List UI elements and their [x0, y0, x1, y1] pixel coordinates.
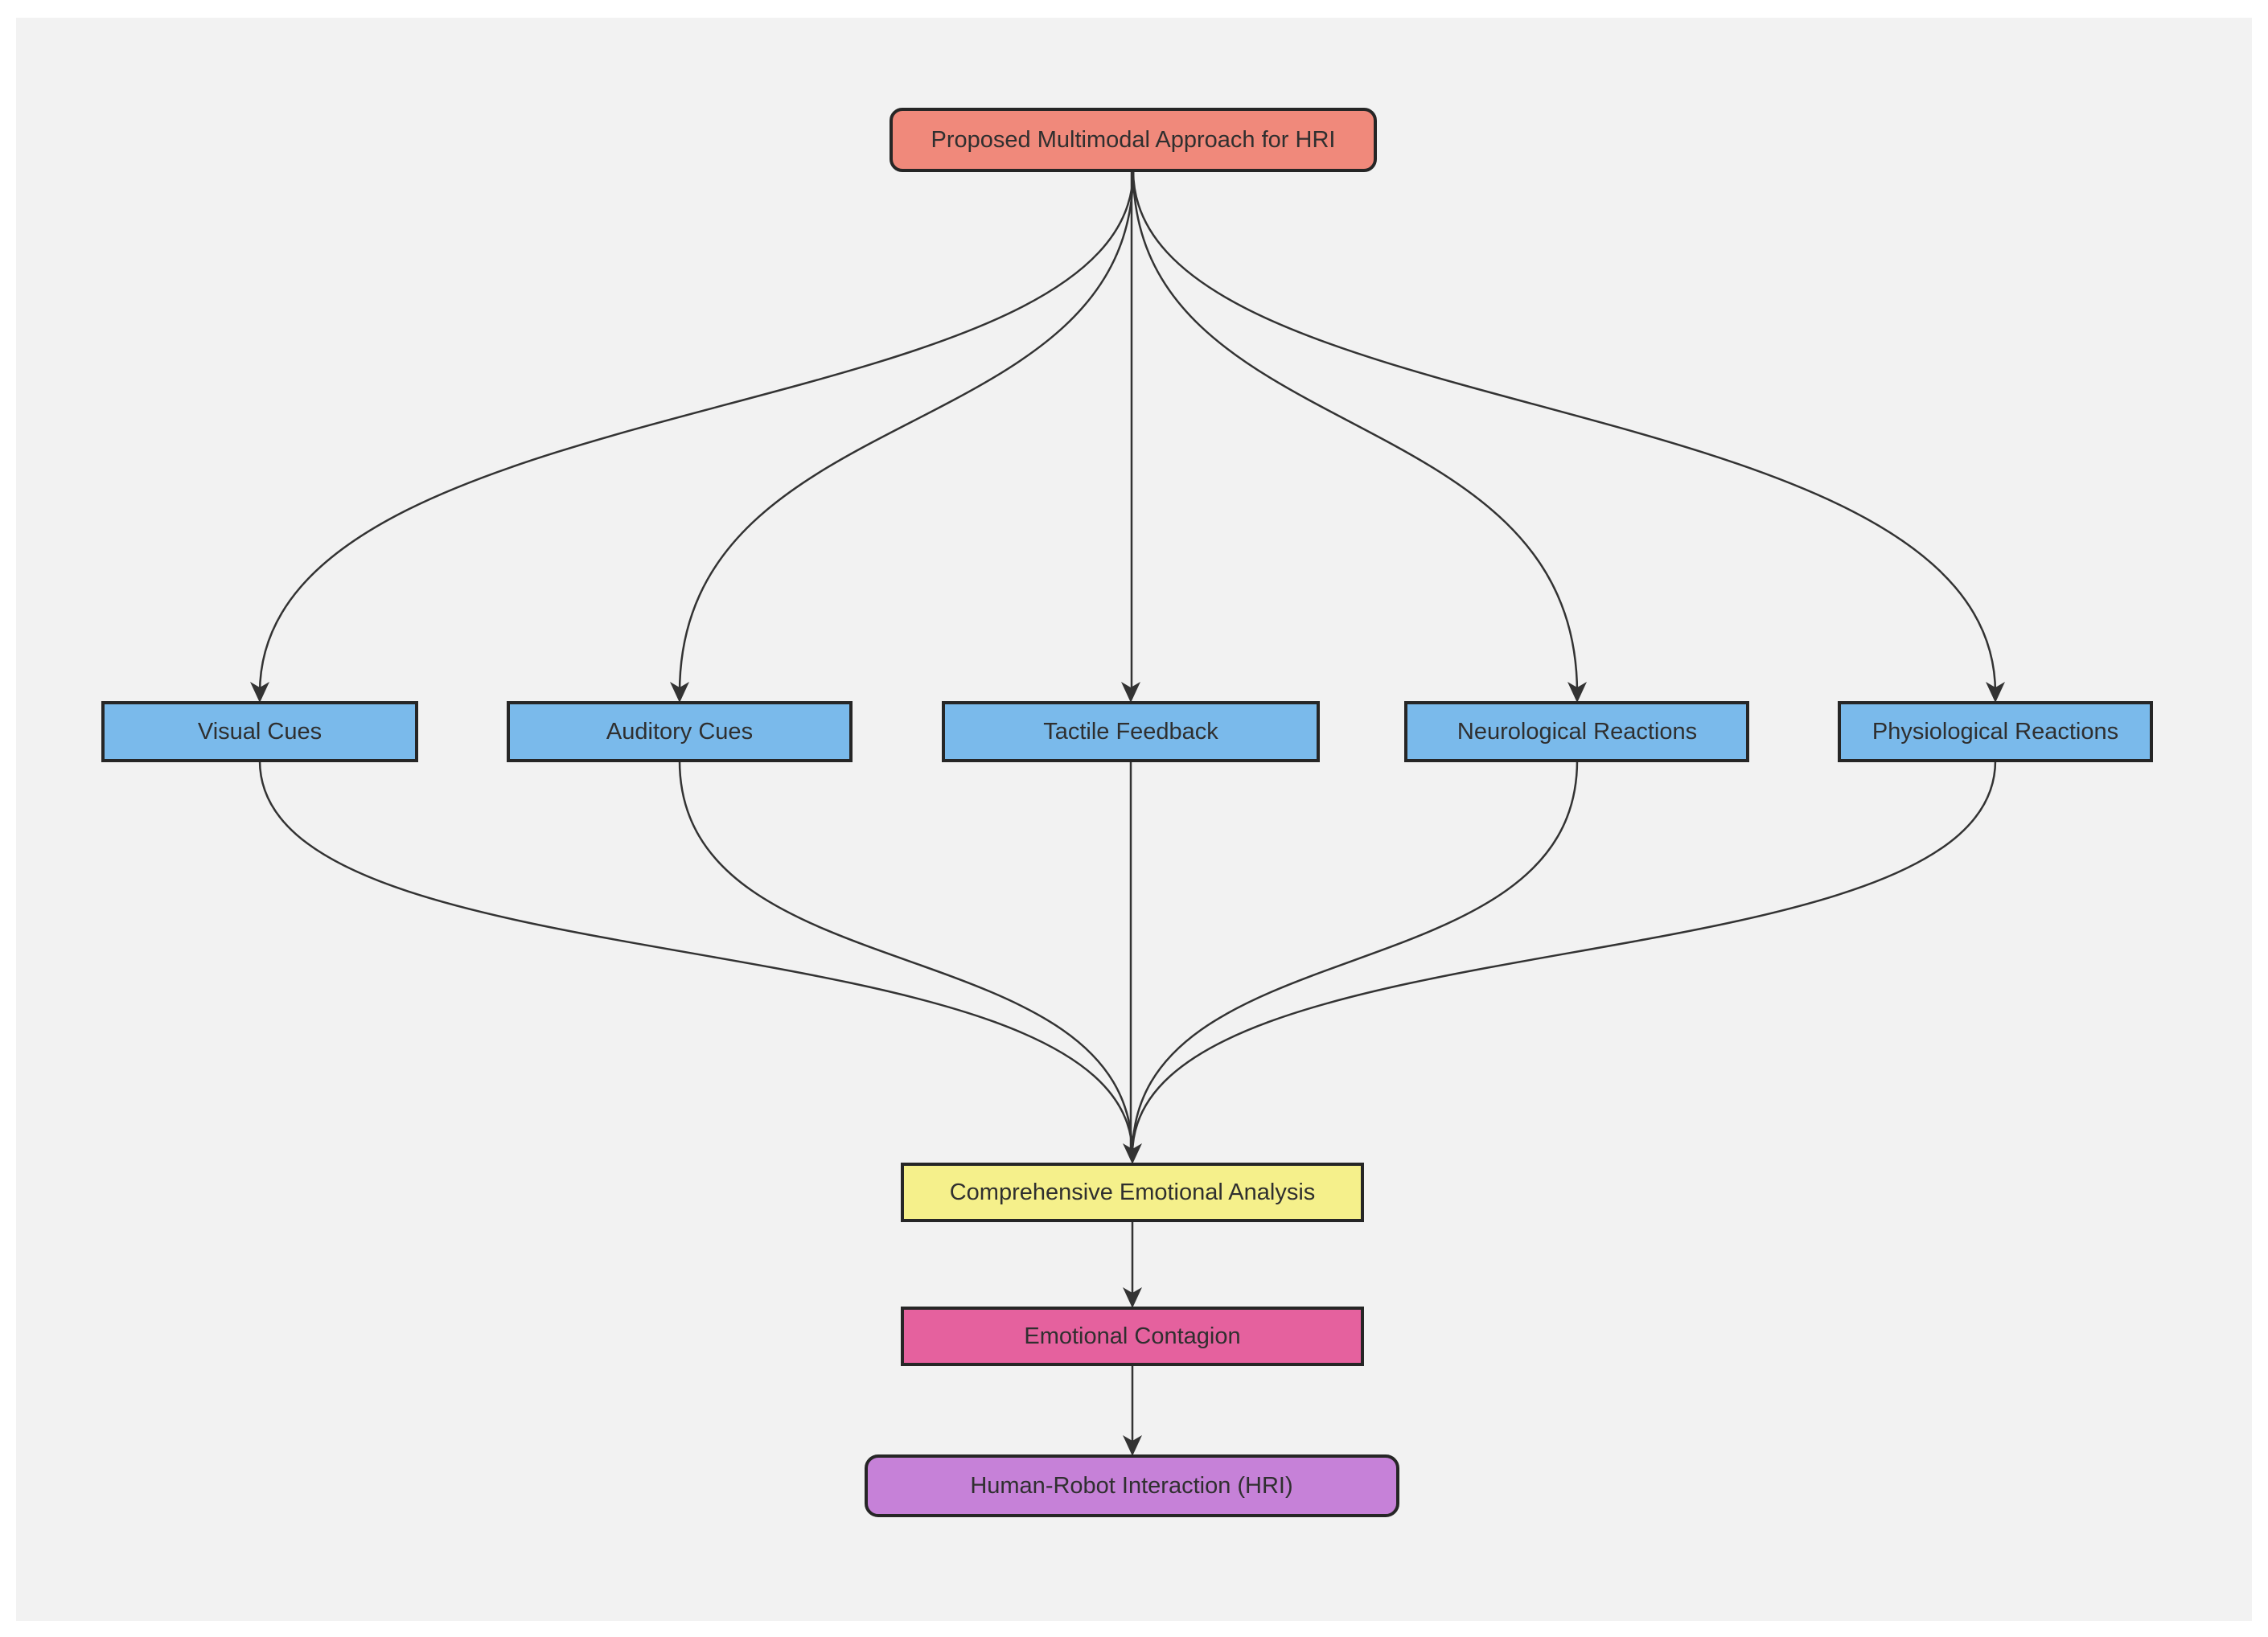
node-hri: Human-Robot Interaction (HRI)	[865, 1454, 1399, 1517]
arrowhead-hri	[1123, 1435, 1142, 1456]
arrowhead-visual	[250, 682, 269, 703]
node-neurological-box	[1404, 701, 1749, 762]
edge-root-to-physiological	[1132, 170, 1997, 694]
edge-auditory-to-analysis	[678, 760, 1134, 1155]
node-physiological-label: Physiological Reactions	[1872, 719, 2118, 745]
arrowhead-contagion	[1123, 1287, 1142, 1308]
node-root-label: Proposed Multimodal Approach for HRI	[931, 127, 1336, 153]
edge-layer	[250, 170, 2005, 1456]
node-physiological: Physiological Reactions	[1838, 701, 2153, 762]
node-neurological-label: Neurological Reactions	[1457, 719, 1697, 745]
edge-neurological-to-analysis	[1131, 760, 1579, 1155]
node-analysis-box	[901, 1163, 1364, 1222]
node-root: Proposed Multimodal Approach for HRI	[890, 108, 1377, 172]
node-auditory-box	[507, 701, 853, 762]
node-visual-label: Visual Cues	[198, 719, 322, 745]
diagram-background	[16, 18, 2252, 1621]
edge-physiological-to-analysis	[1131, 760, 1997, 1155]
arrowhead-neurological	[1567, 682, 1587, 703]
edge-root-to-visual	[258, 170, 1135, 694]
node-tactile-box	[942, 701, 1320, 762]
node-analysis-label: Comprehensive Emotional Analysis	[950, 1180, 1316, 1205]
node-auditory-label: Auditory Cues	[606, 719, 753, 745]
node-visual-box	[101, 701, 418, 762]
edge-root-to-neurological	[1132, 170, 1579, 694]
arrowhead-analysis	[1123, 1143, 1142, 1164]
arrowhead-tactile	[1121, 682, 1140, 703]
node-contagion-box	[901, 1307, 1364, 1366]
edge-root-to-auditory	[678, 170, 1135, 694]
node-analysis: Comprehensive Emotional Analysis	[901, 1163, 1364, 1222]
node-hri-label: Human-Robot Interaction (HRI)	[970, 1473, 1292, 1499]
node-physiological-box	[1838, 701, 2153, 762]
node-auditory: Auditory Cues	[507, 701, 853, 762]
node-root-box	[890, 108, 1377, 172]
node-tactile: Tactile Feedback	[942, 701, 1320, 762]
node-hri-box	[865, 1454, 1399, 1517]
node-neurological: Neurological Reactions	[1404, 701, 1749, 762]
node-contagion: Emotional Contagion	[901, 1307, 1364, 1366]
edge-visual-to-analysis	[258, 760, 1134, 1155]
arrowhead-auditory	[670, 682, 689, 703]
node-visual: Visual Cues	[101, 701, 418, 762]
arrowhead-physiological	[1986, 682, 2005, 703]
node-tactile-label: Tactile Feedback	[1043, 719, 1218, 745]
node-contagion-label: Emotional Contagion	[1024, 1323, 1240, 1349]
